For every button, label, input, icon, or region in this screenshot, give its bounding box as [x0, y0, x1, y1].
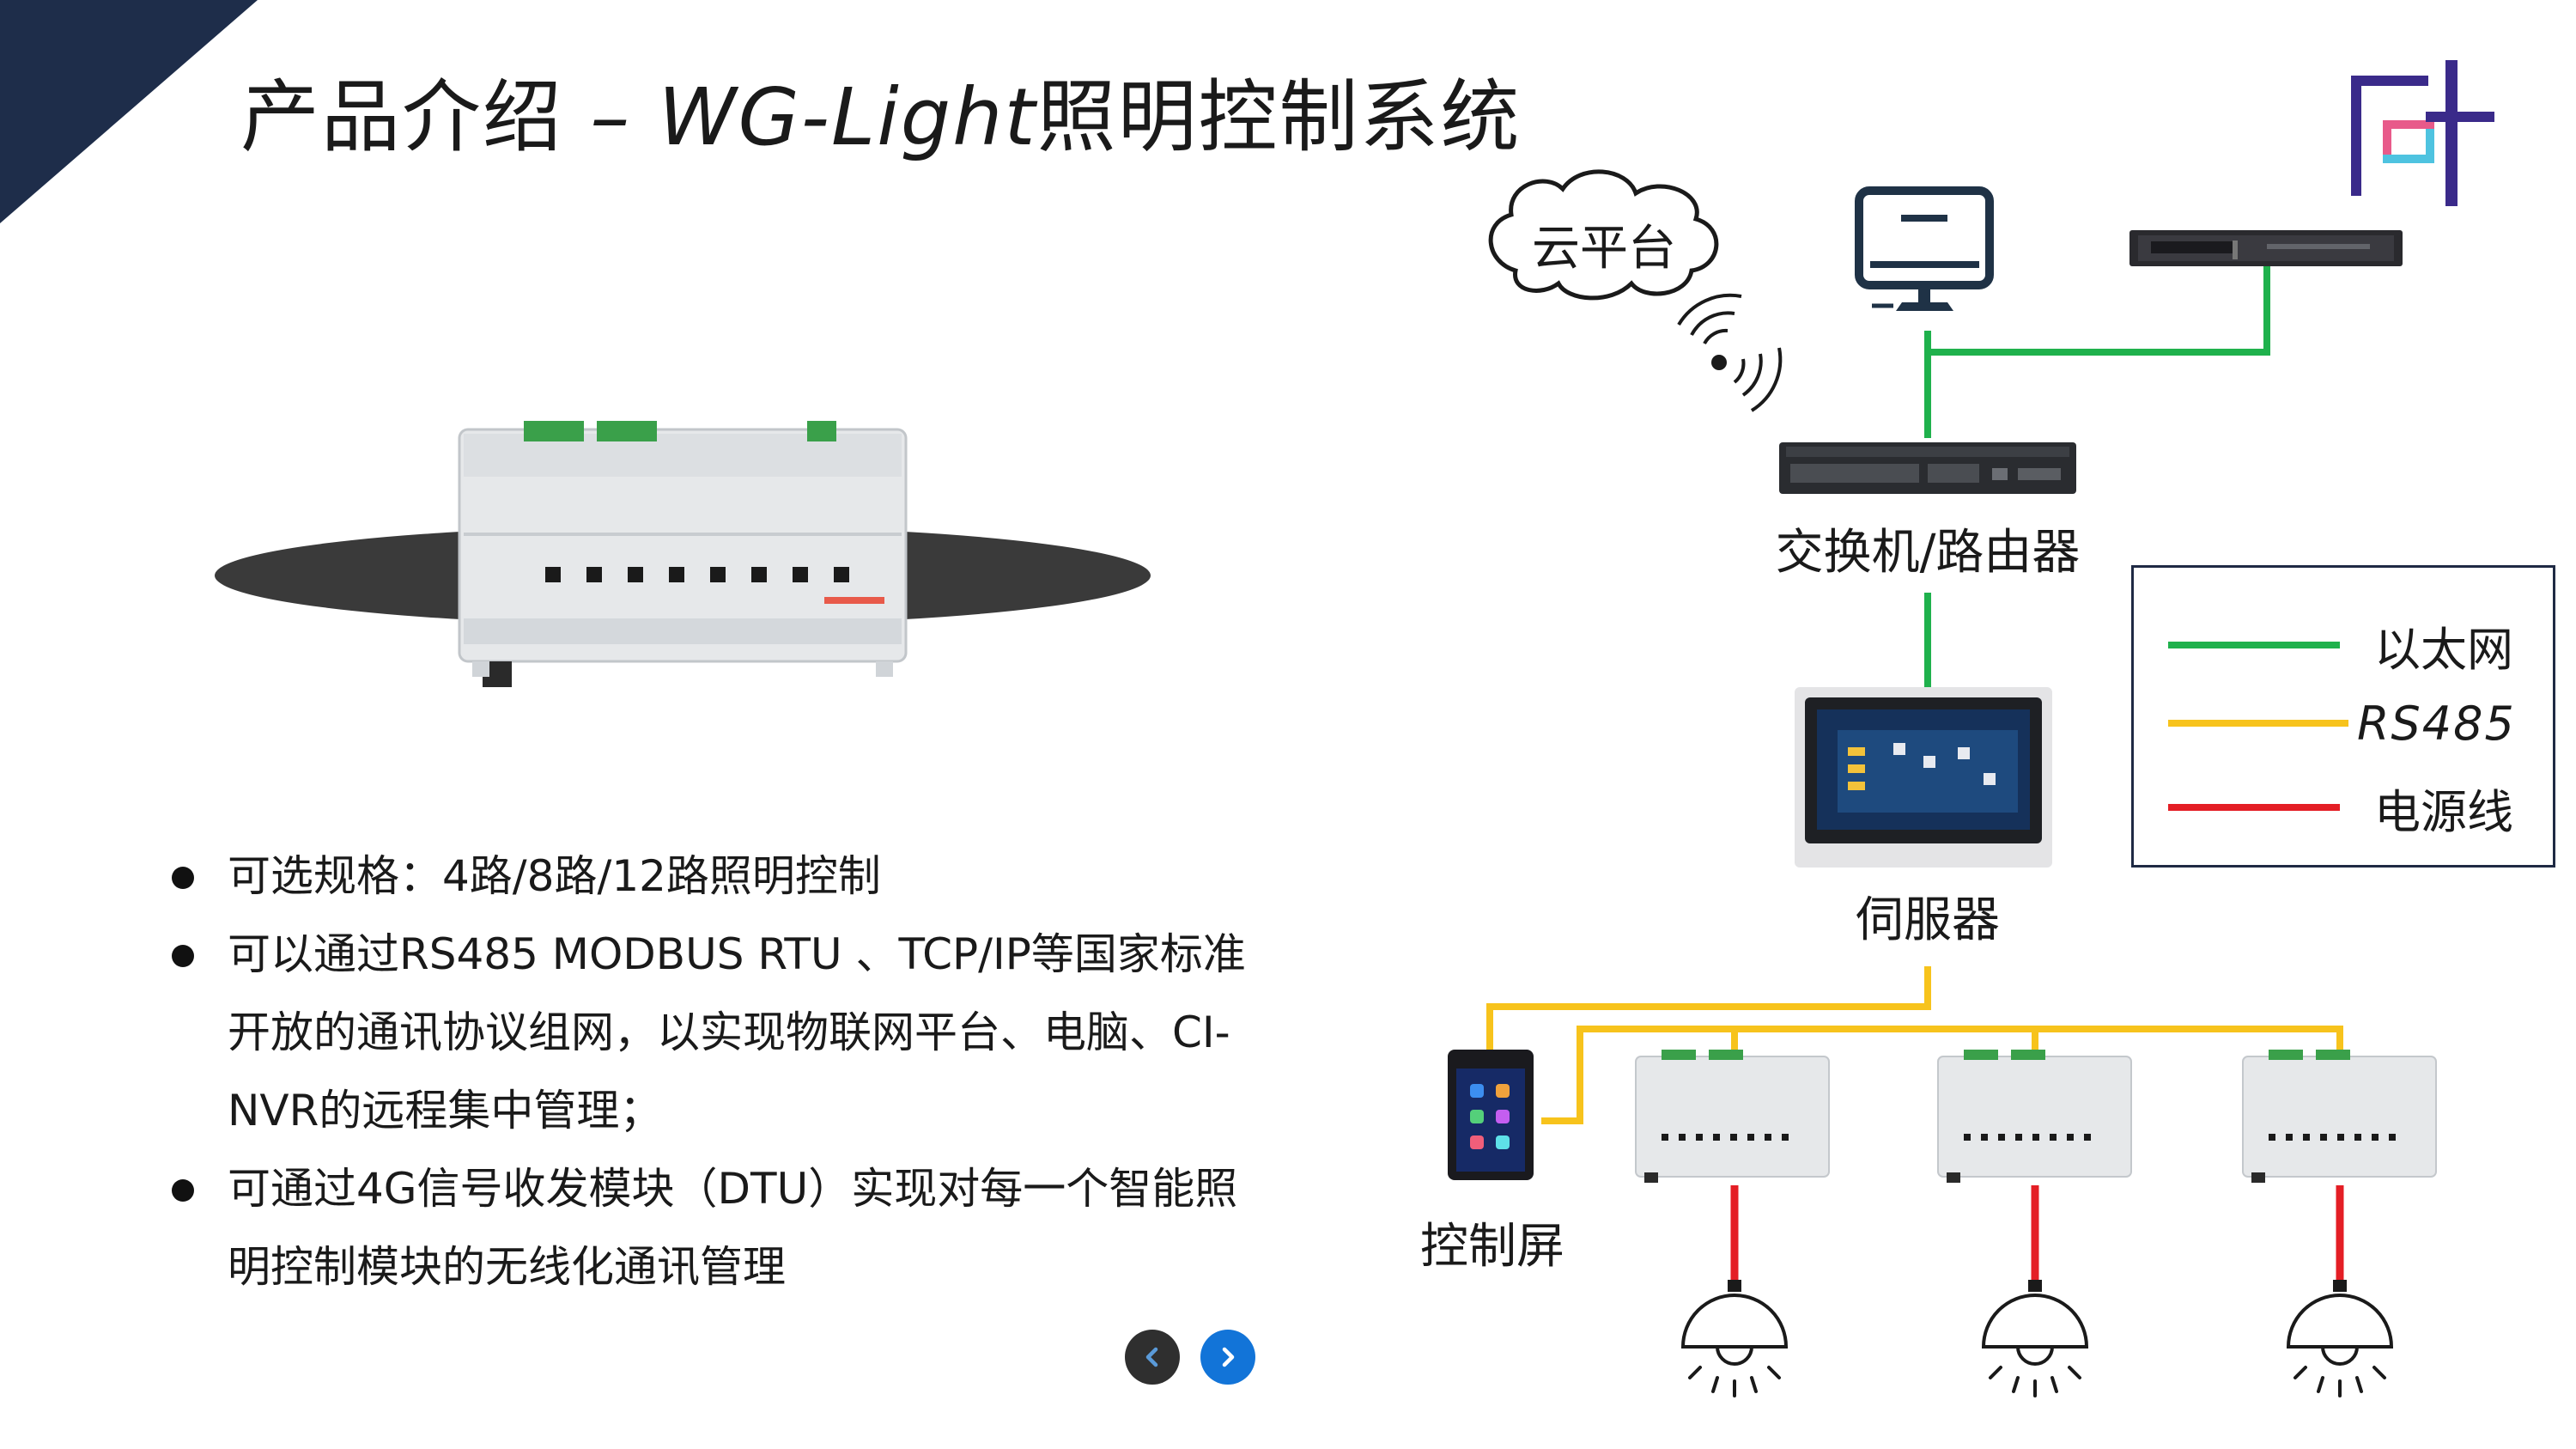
- lighting-module-photo: [215, 421, 1151, 687]
- switch-label: 交换机/路由器: [1776, 525, 2081, 581]
- legend-swatch-power: [2168, 804, 2340, 811]
- legend-row-ethernet: 以太网: [2168, 615, 2546, 677]
- next-slide-button[interactable]: [1200, 1330, 1255, 1385]
- server-touch-panel-icon: [1795, 687, 2052, 868]
- feature-item: 可以通过RS485 MODBUS RTU 、TCP/IP等国家标准开放的通讯协议…: [172, 916, 1254, 1150]
- legend-row-rs485: RS485: [2168, 693, 2546, 753]
- feature-item: 可选规格：4路/8路/12路照明控制: [172, 837, 1254, 916]
- lighting-module-icon: [2242, 1050, 2437, 1183]
- company-logo: [2351, 60, 2494, 206]
- cloud-label: 云平台: [1532, 221, 1676, 277]
- legend-label: 电源线: [2374, 784, 2513, 839]
- pendant-lamp-icon: [2286, 1280, 2394, 1397]
- legend-label: 以太网: [2374, 622, 2513, 677]
- corner-triangle-decoration: [0, 0, 258, 223]
- title-prefix: 产品介绍: [240, 71, 591, 163]
- feature-item: 可通过4G信号收发模块（DTU）实现对每一个智能照明控制模块的无线化通讯管理: [172, 1150, 1254, 1306]
- control-screen-icon: [1448, 1050, 1534, 1180]
- legend-row-power: 电源线: [2168, 777, 2546, 839]
- lighting-module-icon: [1635, 1050, 1830, 1183]
- pendant-lamp-icon: [1981, 1280, 2089, 1397]
- title-suffix: 照明控制系统: [1036, 71, 1522, 163]
- legend-label: RS485: [2357, 696, 2516, 751]
- control-screen-label: 控制屏: [1420, 1219, 1564, 1275]
- server-label: 伺服器: [1856, 892, 2000, 948]
- cloud-icon: [1488, 169, 1719, 301]
- chevron-right-icon: [1222, 1347, 1235, 1367]
- chevron-left-icon: [1145, 1347, 1158, 1367]
- legend-swatch-rs485: [2168, 720, 2348, 727]
- pendant-lamp-icon: [1680, 1280, 1789, 1397]
- title-latin: – WG-Light: [590, 71, 1037, 163]
- previous-slide-button[interactable]: [1125, 1330, 1180, 1385]
- network-switch-icon: [1779, 442, 2076, 494]
- lighting-module-icon: [1937, 1050, 2132, 1183]
- cable-legend: 以太网 RS485 电源线: [2131, 565, 2555, 868]
- power-lines: [1730, 1185, 2344, 1280]
- computer-monitor-icon: [1855, 186, 1994, 311]
- rs485-lines: [1486, 966, 2343, 1124]
- page-title: 产品介绍 – WG-Light照明控制系统: [240, 53, 1522, 167]
- feature-list: 可选规格：4路/8路/12路照明控制 可以通过RS485 MODBUS RTU …: [172, 837, 1254, 1306]
- ethernet-lines: [1924, 266, 2270, 687]
- legend-swatch-ethernet: [2168, 642, 2340, 648]
- wifi-signal-icon: [1677, 293, 1783, 412]
- rack-server-icon: [2129, 230, 2403, 266]
